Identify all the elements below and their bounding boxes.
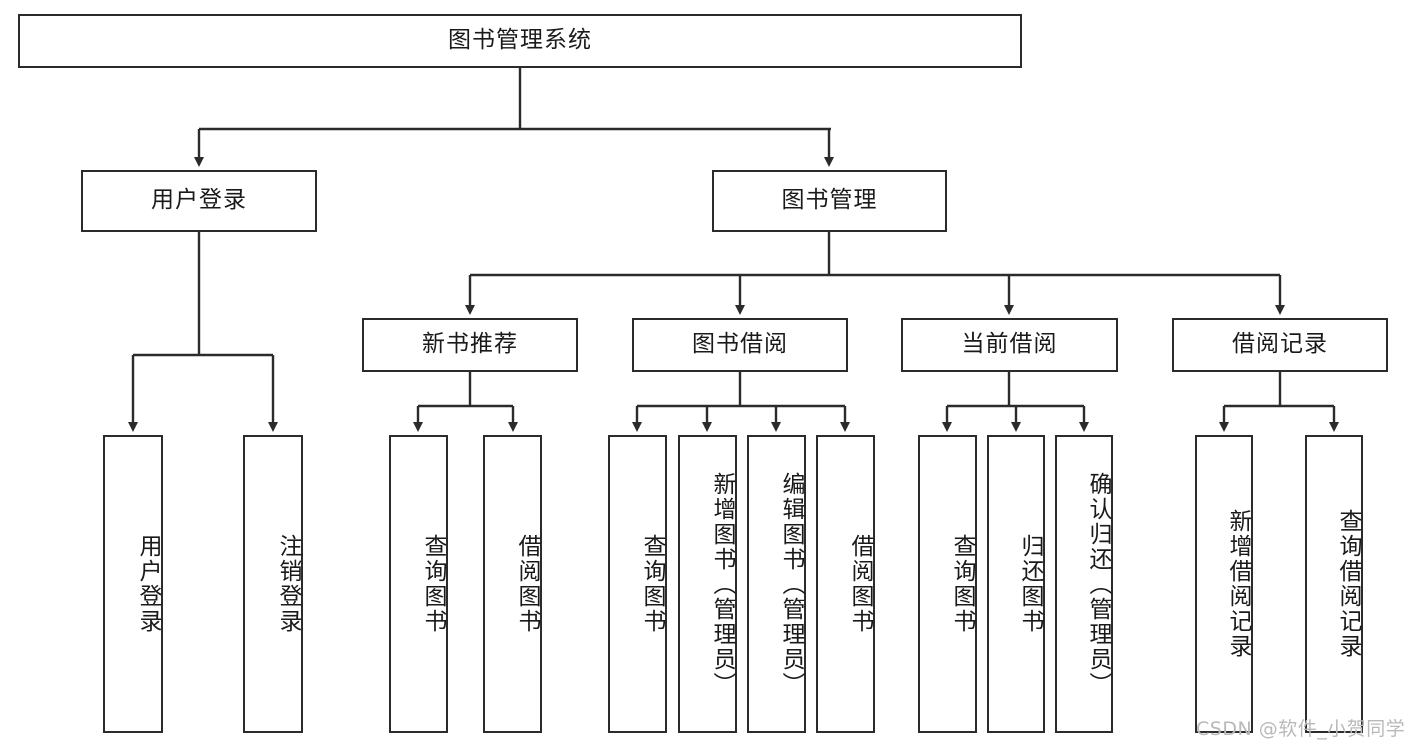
leaf-return-book-label: 归还图书 [1017,534,1043,634]
edges-booklmgmt-to-level3 [465,232,1285,315]
node-book-borrow[interactable]: 图书借阅 [632,318,848,372]
csdn-watermark: CSDN @软件_小贺同学 [1196,718,1405,740]
node-new-book-recommend[interactable]: 新书推荐 [362,318,578,372]
leaf-add-borrow-record-label: 新增借阅记录 [1225,509,1251,659]
leaf-query-book-borrow-label: 查询图书 [639,534,665,634]
node-current-borrow[interactable]: 当前借阅 [901,318,1118,372]
leaf-return-book[interactable]: 归还图书 [987,435,1045,733]
edges-userlogin-to-leaves [128,232,278,432]
node-root-label: 图书管理系统 [448,27,592,54]
leaf-user-login-label: 用户登录 [135,534,161,634]
leaf-add-borrow-record[interactable]: 新增借阅记录 [1195,435,1253,733]
leaf-confirm-return-admin-label: 确认归还（管理员） [1085,471,1111,697]
node-book-borrow-label: 图书借阅 [692,331,788,358]
leaf-query-book-borrow[interactable]: 查询图书 [608,435,667,733]
leaf-borrow-book-label: 借阅图书 [847,534,873,634]
leaf-logout-label: 注销登录 [275,534,301,634]
leaf-borrow-book-recommend-label: 借阅图书 [514,534,540,634]
node-root[interactable]: 图书管理系统 [18,14,1022,68]
leaf-query-borrow-record[interactable]: 查询借阅记录 [1305,435,1363,733]
node-current-borrow-label: 当前借阅 [961,331,1058,358]
node-book-management[interactable]: 图书管理 [712,170,947,232]
leaf-query-book-recommend-label: 查询图书 [420,534,446,634]
leaf-add-book-admin[interactable]: 新增图书（管理员） [678,435,737,733]
leaf-edit-book-admin[interactable]: 编辑图书（管理员） [747,435,806,733]
leaf-user-login[interactable]: 用户登录 [103,435,163,733]
leaf-query-book-current-label: 查询图书 [949,534,975,634]
leaf-query-book-current[interactable]: 查询图书 [918,435,977,733]
edges-current-to-leaves [942,372,1089,432]
node-borrow-records-label: 借阅记录 [1232,331,1328,358]
edges-records-to-leaves [1219,372,1339,432]
leaf-query-book-recommend[interactable]: 查询图书 [389,435,448,733]
edges-root-to-level2 [194,68,834,167]
leaf-borrow-book[interactable]: 借阅图书 [816,435,875,733]
edges-recommend-to-leaves [413,372,518,432]
leaf-edit-book-admin-label: 编辑图书（管理员） [778,471,804,697]
node-book-management-label: 图书管理 [781,187,878,214]
leaf-logout[interactable]: 注销登录 [243,435,303,733]
leaf-add-book-admin-label: 新增图书（管理员） [709,471,735,697]
node-user-login-label: 用户登录 [151,187,247,214]
edges-borrow-to-leaves [632,372,850,432]
node-user-login[interactable]: 用户登录 [81,170,317,232]
leaf-confirm-return-admin[interactable]: 确认归还（管理员） [1055,435,1113,733]
leaf-query-borrow-record-label: 查询借阅记录 [1335,509,1361,659]
leaf-borrow-book-recommend[interactable]: 借阅图书 [483,435,542,733]
node-borrow-records[interactable]: 借阅记录 [1172,318,1388,372]
node-new-book-recommend-label: 新书推荐 [422,331,518,358]
